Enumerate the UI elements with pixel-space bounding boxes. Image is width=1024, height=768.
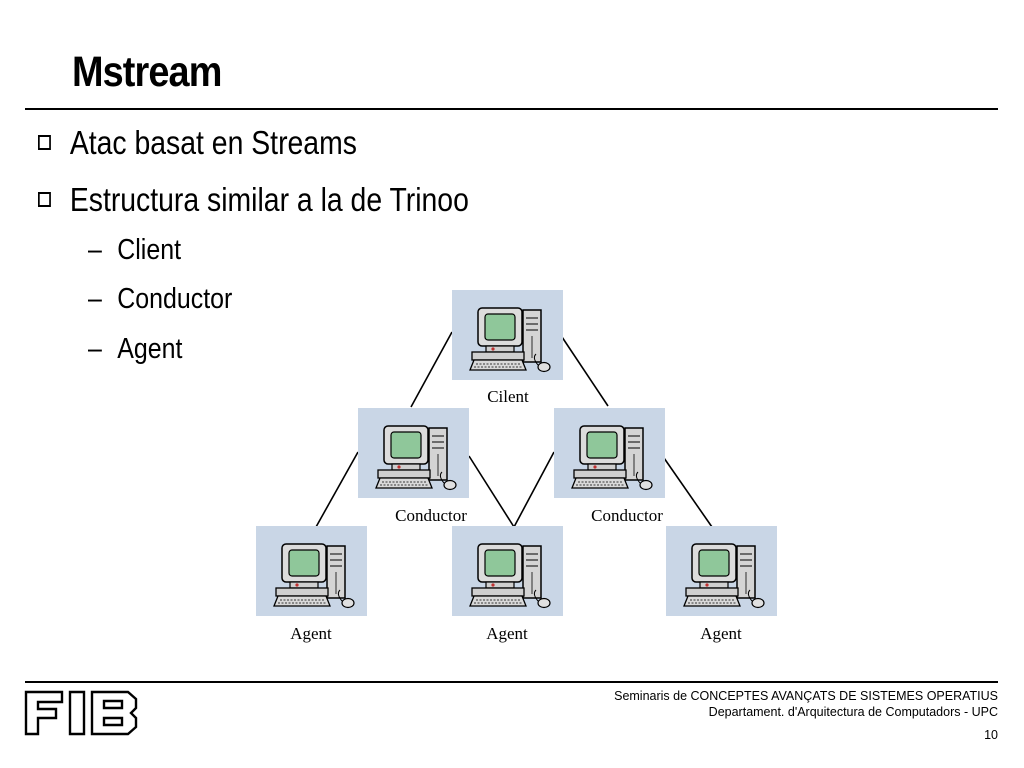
agent-node: Agent xyxy=(452,526,563,643)
computer-icon xyxy=(571,425,653,491)
sub-bullet-text: Agent xyxy=(117,333,183,365)
bullet-item: Atac basat en Streams xyxy=(38,124,357,162)
dash-marker: – xyxy=(88,234,102,266)
footer-line-department: Departament. d'Arquitectura de Computado… xyxy=(708,705,998,719)
dash-marker: – xyxy=(88,333,102,365)
connection-lines xyxy=(315,331,713,528)
node-label: Agent xyxy=(486,624,528,643)
sub-bullet-item: –Agent xyxy=(88,333,182,366)
link-conductor-agent xyxy=(513,451,555,528)
sub-bullet-text: Client xyxy=(117,234,182,266)
node-label: Conductor xyxy=(395,506,467,525)
footer-info: Seminaris de CONCEPTES AVANÇATS DE SISTE… xyxy=(614,688,998,720)
conductor-node: Conductor xyxy=(358,408,469,525)
title-divider xyxy=(25,108,998,110)
agent-node: Agent xyxy=(256,526,367,643)
computer-icon xyxy=(683,543,765,609)
dash-marker: – xyxy=(88,283,102,315)
node-label: Agent xyxy=(700,624,742,643)
agent-node: Agent xyxy=(666,526,777,643)
fib-logo xyxy=(24,690,138,736)
computer-icon xyxy=(273,543,355,609)
bullet-item: Estructura similar a la de Trinoo xyxy=(38,181,469,219)
bullet-text: Estructura similar a la de Trinoo xyxy=(69,181,469,218)
link-client-conductor-left xyxy=(410,331,453,408)
node-label: Cilent xyxy=(487,387,529,406)
link-conductor-agent xyxy=(663,457,713,528)
bullet-text: Atac basat en Streams xyxy=(69,124,357,161)
link-conductor-agent xyxy=(315,451,359,528)
slide-title: Mstream xyxy=(72,48,222,96)
computer-icon xyxy=(469,543,551,609)
computer-icon xyxy=(469,307,551,373)
square-bullet-icon xyxy=(38,135,51,150)
square-bullet-icon xyxy=(38,192,51,207)
client-node: Cilent xyxy=(452,290,563,406)
sub-bullet-text: Conductor xyxy=(117,283,233,315)
page-number: 10 xyxy=(984,728,998,742)
link-client-conductor-right xyxy=(559,333,609,407)
footer-line-course: Seminaris de CONCEPTES AVANÇATS DE SISTE… xyxy=(614,689,998,703)
footer-divider xyxy=(25,681,998,683)
node-label: Conductor xyxy=(591,506,663,525)
conductor-node: Conductor xyxy=(554,408,665,525)
computer-icon xyxy=(375,425,457,491)
sub-bullet-item: –Client xyxy=(88,234,181,267)
link-conductor-agent xyxy=(468,455,515,528)
sub-bullet-item: –Conductor xyxy=(88,283,232,316)
node-label: Agent xyxy=(290,624,332,643)
